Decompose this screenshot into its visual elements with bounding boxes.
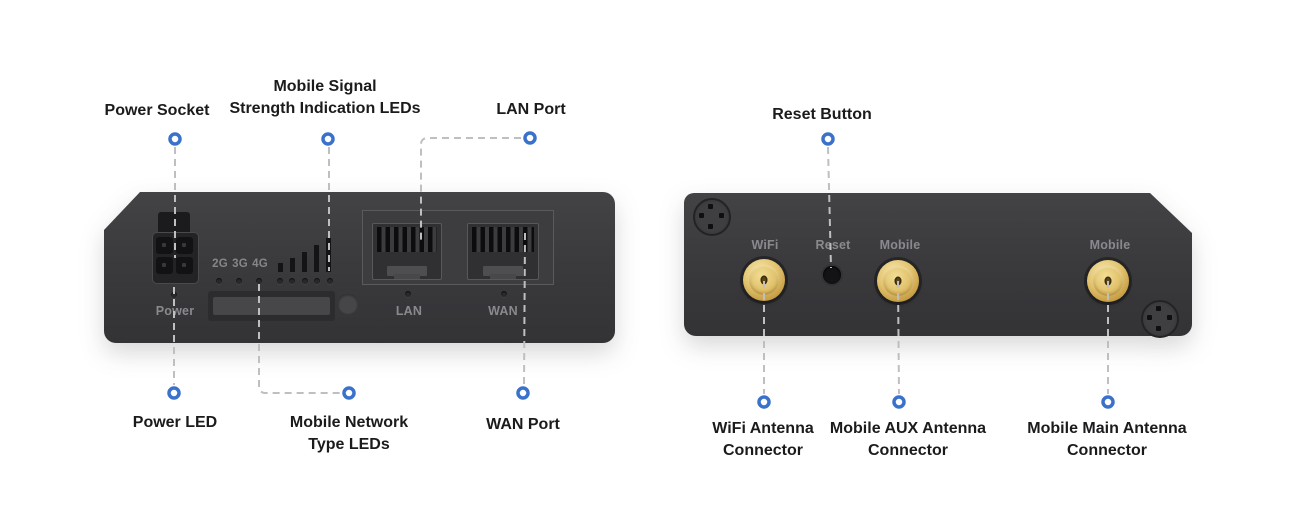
lan-printed-label: LAN (395, 304, 423, 318)
callout-text: Type LEDs (308, 436, 390, 453)
callout-text: Mobile Main Antenna (1027, 420, 1187, 437)
mobile-main-antenna-connector (1087, 260, 1129, 302)
callout-text: Strength Indication LEDs (229, 100, 421, 117)
marker-power-socket (168, 132, 182, 146)
network-type-led (256, 278, 262, 284)
rj45-pins (377, 227, 437, 252)
marker-power-led (167, 386, 181, 400)
wan-port (467, 223, 539, 280)
screw-icon (693, 198, 731, 236)
socket-pin-hole (176, 237, 193, 254)
callout-text: Connector (868, 442, 948, 459)
signal-bars-icon (314, 245, 319, 272)
signal-strength-led (314, 278, 320, 284)
4g-printed-label: 4G (252, 258, 268, 270)
signal-strength-led (289, 278, 295, 284)
signal-bars-icon (326, 238, 331, 272)
callout-text: WAN Port (486, 416, 560, 433)
marker-reset-button (821, 132, 835, 146)
callout-label-power-led: Power LED (133, 412, 217, 434)
wan-led (501, 291, 507, 297)
screw-icon (1141, 300, 1179, 338)
rj45-latch (394, 274, 420, 279)
marker-mobile-aux-antenna (892, 395, 906, 409)
front-panel-device: Power 2G 3G 4G (104, 192, 615, 343)
marker-mobile-network (342, 386, 356, 400)
callout-label-mobile-signal-leds: Mobile Signal Strength Indication LEDs (229, 76, 420, 120)
reset-button (823, 266, 841, 284)
callout-label-wan-port: WAN Port (486, 414, 560, 436)
signal-strength-led (277, 278, 283, 284)
wifi-antenna-connector (743, 259, 785, 301)
power-socket (152, 232, 199, 284)
socket-pin-hole (156, 257, 173, 274)
signal-bars-icon (302, 252, 307, 272)
callout-label-mobile-main-antenna: Mobile Main Antenna Connector (1027, 418, 1186, 462)
reset-printed-label: Reset (815, 238, 851, 252)
callout-text: Mobile Network (289, 414, 409, 431)
signal-bars-icon (290, 258, 295, 272)
marker-lan-port (523, 131, 537, 145)
sim-slot-tray (213, 297, 330, 315)
rj45-latch (490, 274, 516, 279)
callout-label-wifi-antenna: WiFi Antenna Connector (712, 418, 813, 462)
callout-label-mobile-aux-antenna: Mobile AUX Antenna Connector (830, 418, 986, 462)
callout-label-lan-port: LAN Port (496, 99, 565, 121)
signal-bars-icon (278, 263, 283, 272)
2g-printed-label: 2G (212, 258, 228, 270)
socket-pin-hole (176, 257, 193, 274)
power-led (171, 292, 177, 298)
mobile-main-printed-label: Mobile (1089, 238, 1131, 252)
callout-text: Power LED (132, 414, 218, 431)
marker-wifi-antenna (757, 395, 771, 409)
signal-strength-led (302, 278, 308, 284)
marker-mobile-main-antenna (1101, 395, 1115, 409)
marker-wan-port (516, 386, 530, 400)
mobile-aux-antenna-connector (877, 260, 919, 302)
network-type-led (236, 278, 242, 284)
callout-label-mobile-network-leds: Mobile Network Type LEDs (290, 412, 408, 456)
callout-text: Power Socket (104, 102, 210, 119)
network-type-led (216, 278, 222, 284)
callout-text: Connector (1067, 442, 1147, 459)
marker-mobile-signal (321, 132, 335, 146)
callout-text: Connector (722, 442, 803, 459)
callout-label-power-socket: Power Socket (105, 100, 210, 122)
rj45-latch (387, 266, 427, 276)
callout-text: Mobile Signal (273, 78, 377, 95)
antenna-panel-device: WiFi Reset Mobile Mobile (684, 193, 1192, 338)
lan-port (372, 223, 442, 280)
lan-led (405, 291, 411, 297)
antenna-panel-body (684, 193, 1192, 336)
callout-text: Reset Button (772, 106, 872, 123)
mobile-aux-printed-label: Mobile (879, 238, 921, 252)
socket-pin-hole (156, 237, 173, 254)
power-printed-label: Power (155, 304, 195, 318)
3g-printed-label: 3G (232, 258, 248, 270)
sim-eject-button (338, 294, 358, 314)
callout-text: LAN Port (496, 101, 566, 118)
rj45-latch (483, 266, 523, 276)
signal-strength-led (327, 278, 333, 284)
callout-text: WiFi Antenna (712, 420, 814, 437)
wifi-printed-label: WiFi (751, 238, 779, 252)
callout-label-reset-button: Reset Button (772, 104, 872, 126)
rj45-pins (472, 227, 534, 252)
wan-printed-label: WAN (488, 304, 518, 318)
callout-text: Mobile AUX Antenna (829, 420, 987, 437)
